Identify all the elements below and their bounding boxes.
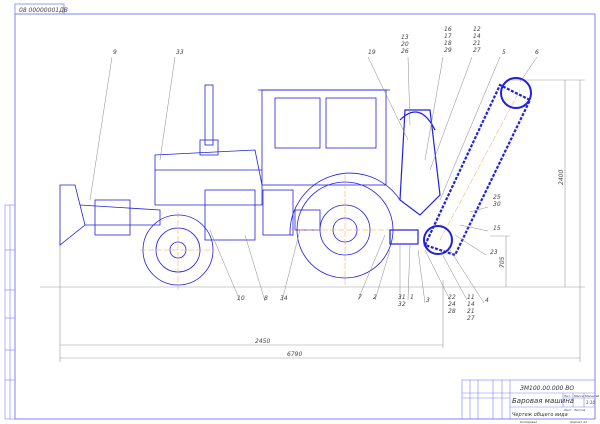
callout-9: 9 [113,49,117,56]
sheet-label: Лист [563,408,572,412]
center-lines [140,89,521,290]
callout-5: 5 [502,49,506,56]
callout-1: 1 [410,294,414,301]
callout-32: 32 [398,301,406,308]
leader-lines [89,56,538,304]
callout-23: 23 [490,249,498,256]
trencher-boom [389,77,532,257]
callout-24: 24 [448,301,456,308]
dimension-lines [40,79,585,362]
callout-14b: 14 [467,301,475,308]
callout-2: 2 [373,294,377,301]
title-name: Баровая машина [512,397,574,405]
callout-26: 26 [401,48,409,55]
callout-19: 19 [368,49,376,56]
dim-wheelbase: 2450 [255,338,270,345]
corner-code: 08 00000001ДВ [19,7,68,14]
sheets-label: Листов [573,408,585,412]
rear-fender [289,172,401,236]
callout-25: 25 [493,194,501,201]
tractor [59,84,401,286]
gearbox [389,229,419,245]
callout-13: 13 [401,34,409,41]
corner-box [14,3,65,15]
hood [154,149,263,206]
callout-14a: 14 [473,33,481,40]
callout-labels: 9 33 19 13 20 26 16 17 18 29 12 14 21 27… [113,26,539,322]
format-label: Формат А1 [570,420,587,424]
callout-4: 4 [485,297,489,304]
title-designation: ЗМ100.00.000 ВО [520,385,574,392]
boom-frame [399,109,441,216]
exhaust-pipe [204,84,214,146]
col-scale: Масштаб [585,394,599,398]
callout-17: 17 [444,33,452,40]
callout-8: 8 [264,295,268,302]
callout-21b: 21 [467,308,475,315]
title-doc-type: Чертеж общего вида [512,412,568,418]
callout-27a: 27 [473,47,481,54]
callout-28: 28 [448,308,456,315]
callout-33: 33 [176,49,184,56]
col-lit: Лит. [563,394,571,398]
callout-21a: 21 [473,40,481,47]
dim-depth: 705 [499,256,506,268]
callout-16: 16 [444,26,452,33]
callout-12: 12 [473,26,481,33]
cab [261,89,387,186]
callout-7: 7 [358,294,362,301]
copied-label: Копировал [520,420,537,424]
callout-11: 11 [467,294,475,301]
top-sprocket [500,77,532,109]
callout-10: 10 [237,295,245,302]
callout-31: 31 [398,294,406,301]
callout-29: 29 [444,47,452,54]
callout-6: 6 [535,49,539,56]
callout-27b: 27 [467,315,475,322]
dozer-blade [59,184,86,246]
drive-sprocket [423,225,453,255]
callout-34: 34 [280,295,288,302]
dim-overall-length: 6790 [287,351,302,358]
title-block [461,379,596,420]
callout-30: 30 [493,201,501,208]
callout-3: 3 [426,297,430,304]
fuel-tank [204,189,256,241]
left-stamp [4,204,16,420]
callout-15: 15 [493,225,501,232]
dim-height: 2400 [558,170,565,185]
callout-18: 18 [444,40,452,47]
callout-20: 20 [401,41,409,48]
callout-22: 22 [448,294,456,301]
col-mass: Масса [574,394,584,398]
scale-value: 1:10 [586,400,595,405]
